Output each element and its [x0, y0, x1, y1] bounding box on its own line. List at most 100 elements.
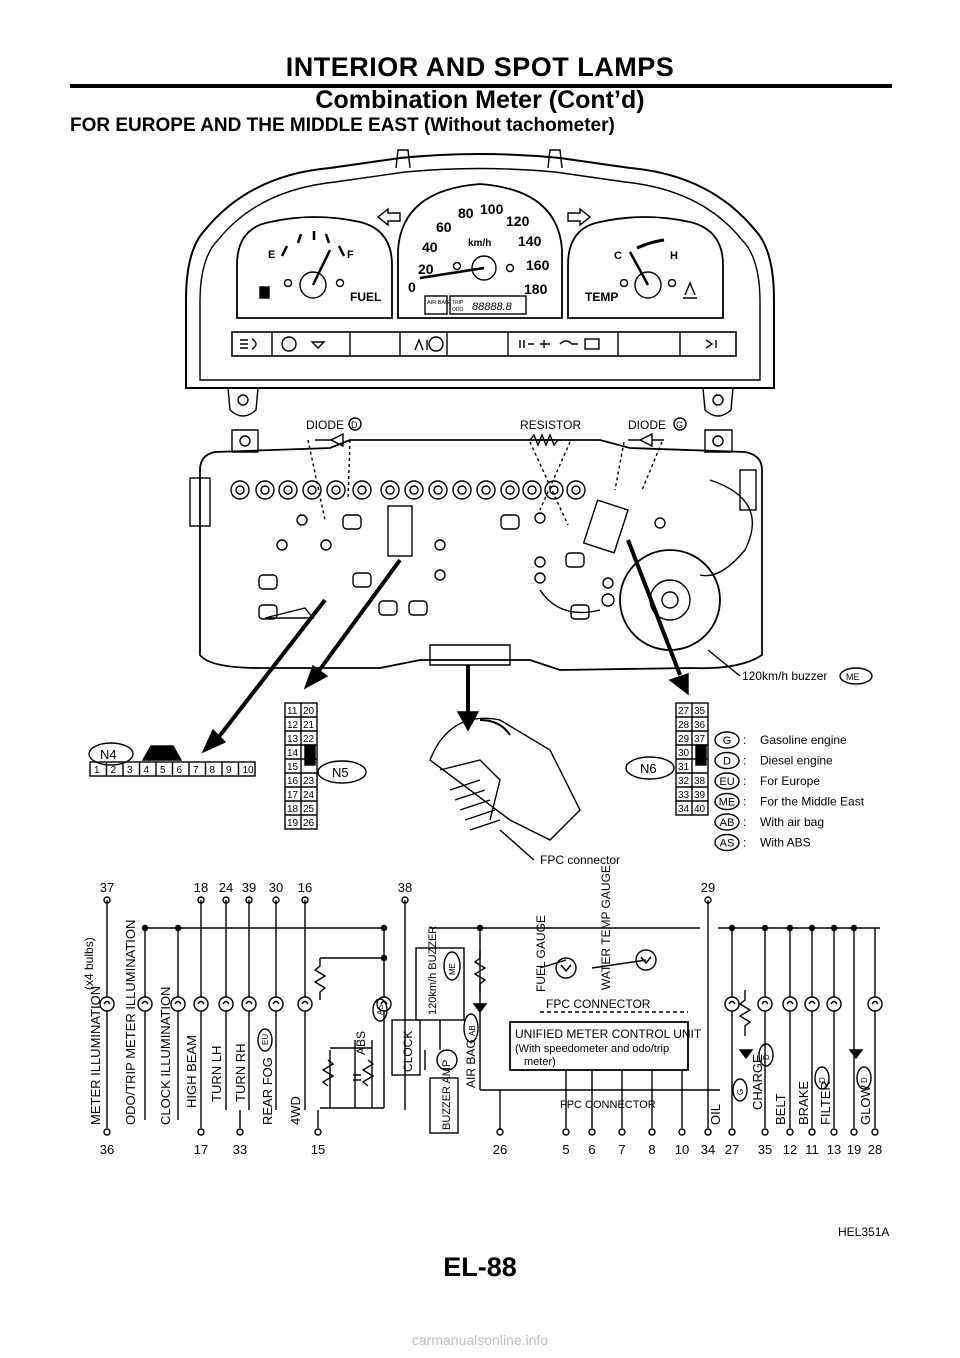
top-pin-label: 29 — [701, 880, 715, 895]
bulb-socket — [404, 480, 424, 500]
n6-pin: 38 — [694, 776, 706, 787]
bottom-pin-label: 36 — [100, 1142, 114, 1157]
n5-pin: 14 — [287, 748, 299, 759]
bulb-socket — [255, 480, 275, 500]
bulb-symbol — [170, 996, 186, 1012]
bottom-pin-label: 19 — [847, 1142, 861, 1157]
legend-code-badge — [714, 751, 740, 770]
legend-colon: : — [743, 774, 746, 788]
legend-code-badge — [714, 772, 740, 790]
bottom-pin-label: 10 — [675, 1142, 689, 1157]
bulb-socket — [230, 480, 250, 500]
oil-label: OIL — [708, 1104, 723, 1125]
n4-pin: 4 — [144, 765, 150, 776]
4wd-indicator-icon — [705, 339, 717, 349]
bottom-pin-label: 17 — [194, 1142, 208, 1157]
option-code-badge: D — [818, 1077, 827, 1083]
odo-display: 88888.8 — [472, 301, 513, 313]
oil-icon — [540, 340, 550, 348]
bottom-pin-label: 35 — [758, 1142, 772, 1157]
option-code-badge: EU — [261, 1034, 270, 1045]
belt-label: BELT — [773, 1093, 788, 1125]
bulb-symbol — [297, 996, 313, 1012]
fuel-full-label: F — [347, 249, 354, 261]
n5-pin: 26 — [303, 818, 315, 829]
figure-title: FOR EUROPE AND THE MIDDLE EAST (Without … — [70, 115, 615, 136]
buzzer-box-label: 120km/h BUZZER — [427, 926, 439, 1015]
pin-terminal — [678, 1128, 686, 1136]
resistor-block — [582, 499, 629, 554]
n6-pin: 33 — [678, 790, 690, 801]
fuel-label: FUEL — [350, 290, 381, 304]
legend-code-badge — [714, 731, 740, 749]
bulb-symbol — [826, 996, 842, 1012]
bulb-socket — [352, 480, 372, 500]
speed-tick-label: 20 — [418, 261, 434, 277]
bulb-socket — [476, 480, 496, 500]
n5-pin: 15 — [287, 762, 299, 773]
pin-terminal — [197, 1128, 205, 1136]
filter-label: FILTER — [818, 1081, 833, 1125]
option-code-badge: AS — [376, 1004, 385, 1015]
legend-colon: : — [743, 733, 746, 747]
bulb-sockets — [230, 480, 586, 500]
bulb-holder — [565, 552, 585, 568]
pin-terminal — [761, 1128, 769, 1136]
title-rule — [70, 84, 892, 88]
bulb-socket — [428, 480, 448, 500]
n5-pin: 25 — [303, 804, 315, 815]
legend-code: ME — [719, 797, 736, 809]
screw — [602, 577, 614, 589]
legend-code: D — [723, 756, 731, 768]
ucu-title: UNIFIED METER CONTROL UNIT — [515, 1027, 702, 1041]
odo-illumination-label: ODO/TRIP METER ILLUMINATION — [123, 920, 138, 1125]
legend-colon: : — [743, 836, 746, 850]
legend-colon: : — [743, 795, 746, 809]
speed-tick-label: 40 — [422, 239, 438, 255]
figure-id: HEL351A — [838, 1225, 890, 1239]
legend-text: For the Middle East — [760, 795, 865, 809]
buzzer-body — [619, 549, 721, 651]
rear-fog-label: REAR FOG — [260, 1057, 275, 1125]
n6-pin: 32 — [678, 776, 690, 787]
bulb-symbol — [757, 996, 773, 1012]
bulb-holder — [342, 514, 362, 530]
n5-pin: 19 — [287, 818, 299, 829]
n4-pin: 5 — [160, 765, 166, 776]
watermark: carmanualsonline.info — [411, 1332, 549, 1348]
seatbelt-icon — [414, 338, 428, 351]
fpc-connector-label: FPC CONNECTOR — [546, 997, 651, 1011]
fpc-label: FPC connector — [540, 853, 620, 867]
n6-pin: 34 — [678, 804, 690, 815]
n6-pin: 40 — [694, 804, 706, 815]
fuel-gauge-label: FUEL GAUGE — [534, 915, 548, 992]
speed-tick-label: 180 — [524, 281, 548, 297]
buzzer-me-code: ME — [448, 963, 457, 975]
screw — [276, 539, 288, 551]
top-pin-label: 24 — [219, 880, 233, 895]
rear-fog-icon — [310, 341, 326, 349]
ucu-subtitle: (With speedometer and odo/trip — [515, 1043, 669, 1055]
abs-warning-icon — [281, 336, 297, 352]
legend-text: For Europe — [760, 774, 820, 788]
n6-pin: 36 — [694, 720, 706, 731]
meter-illumination-label: METER ILLUMINATION — [88, 986, 103, 1125]
turn-right-arrow-icon — [567, 207, 592, 227]
pin-terminal — [588, 1128, 596, 1136]
bottom-pin-label: 8 — [648, 1142, 655, 1157]
bulb-holder — [408, 600, 428, 616]
legend-code-badge — [714, 813, 740, 831]
temp-hot-label: H — [670, 250, 678, 262]
bulb-symbol — [867, 996, 883, 1012]
diode-d-code: D — [351, 420, 358, 430]
abs-label: ABS — [354, 1031, 368, 1055]
n4-pin: 7 — [193, 765, 199, 776]
bulb-holder — [500, 514, 520, 530]
n4-pin: 1 — [94, 765, 100, 776]
screw — [434, 569, 446, 581]
